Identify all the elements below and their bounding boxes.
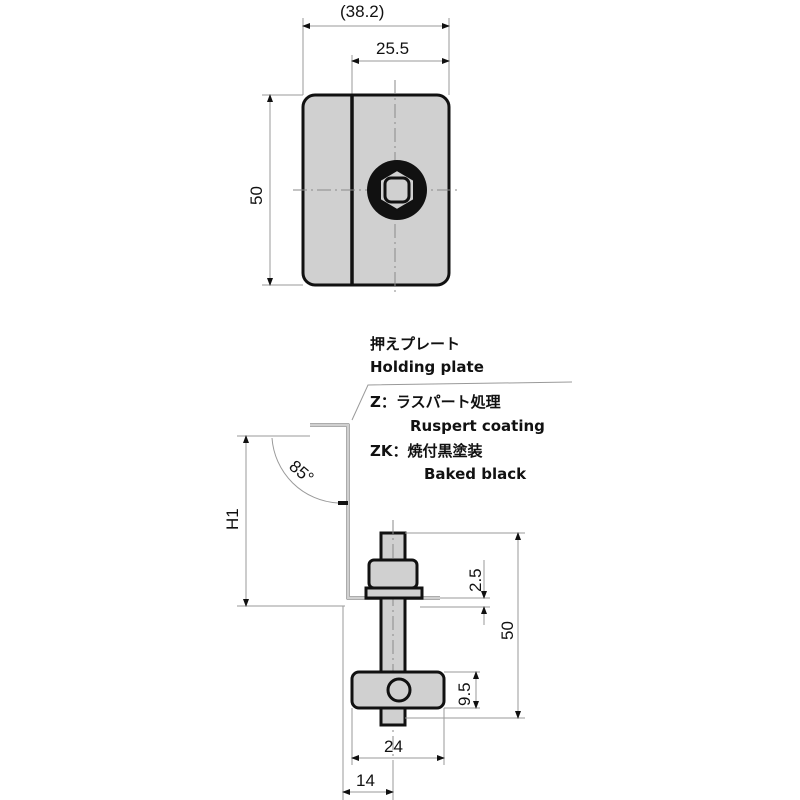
dim-clamp-height: 9.5: [455, 682, 474, 706]
dim-overall-width: (38.2): [340, 2, 384, 21]
holding-plate-label-en: Holding plate: [370, 358, 484, 376]
dim-offset-width: 25.5: [376, 39, 409, 58]
holding-plate-label-jp: 押えプレート: [370, 335, 460, 353]
dim-h1: H1: [223, 508, 242, 530]
finish-zk-jp: ZK：焼付黒塗装: [370, 442, 484, 460]
dim-offset: 14: [356, 771, 375, 790]
finish-zk-en: Baked black: [424, 465, 527, 483]
top-view: [262, 18, 460, 295]
side-view: [237, 381, 573, 800]
finish-z-jp: Z：ラスパート処理: [370, 393, 501, 411]
dim-nut: 2.5: [466, 568, 485, 592]
dim-height: 50: [247, 186, 266, 205]
angle-label: 85°: [285, 457, 317, 488]
dim-clamp-width: 24: [384, 737, 403, 756]
finish-z-en: Ruspert coating: [410, 417, 545, 435]
dim-bolt-length: 50: [498, 621, 517, 640]
